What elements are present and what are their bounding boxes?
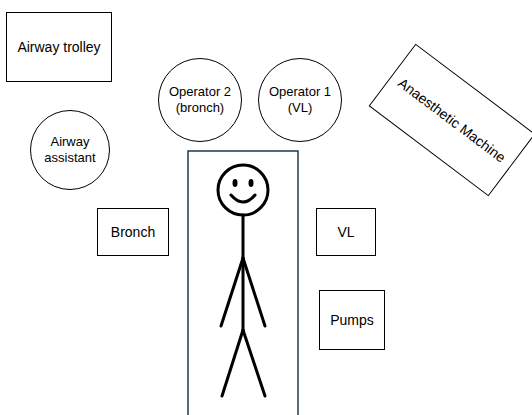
equipment-box: Pumps [319, 290, 385, 350]
node-label: Operator 2 (bronch) [169, 84, 231, 115]
bed [188, 151, 298, 415]
staff-circle: Operator 1 (VL) [258, 58, 342, 142]
equipment-box: Bronch [97, 208, 169, 256]
machine-box: Anaesthetic Machine [369, 44, 532, 197]
node-label: Bronch [111, 224, 155, 241]
node-label: Anaesthetic Machine [395, 74, 509, 166]
node-label: Pumps [330, 312, 374, 329]
node-label: VL [337, 224, 354, 241]
stick-figure [218, 165, 268, 396]
equipment-box: Airway trolley [6, 12, 112, 82]
node-label: Airway trolley [17, 39, 100, 56]
equipment-box: VL [316, 208, 376, 256]
node-label: Operator 1 (VL) [269, 84, 331, 115]
staff-circle: Operator 2 (bronch) [158, 58, 242, 142]
node-label: Airway assistant [40, 134, 99, 165]
eyes [233, 179, 254, 187]
staff-circle: Airway assistant [30, 110, 110, 190]
